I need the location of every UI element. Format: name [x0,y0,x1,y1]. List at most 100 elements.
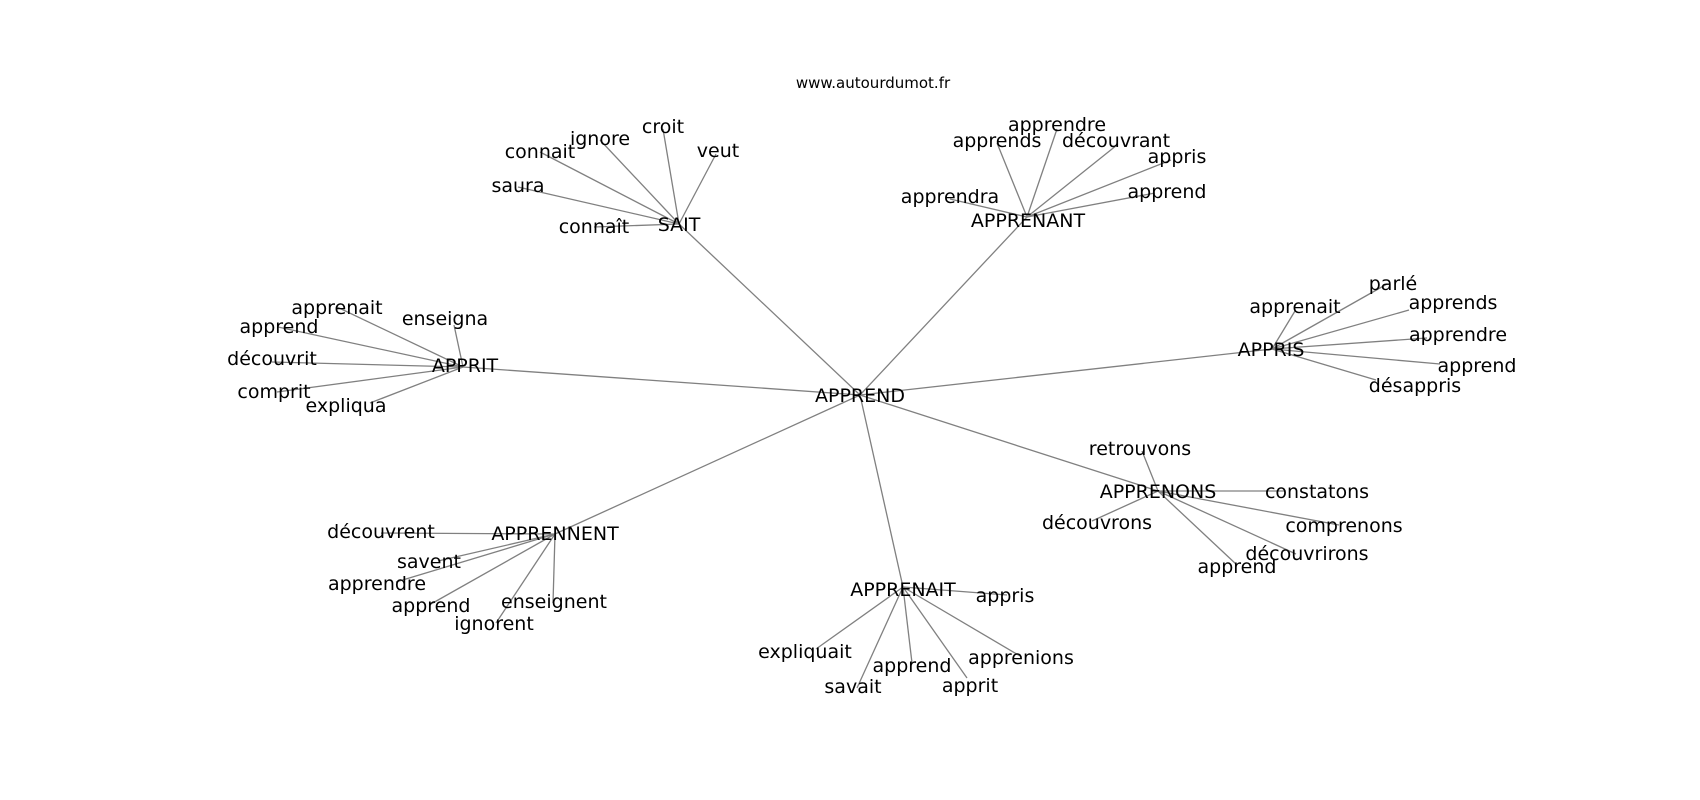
root-hub-edge [462,366,861,396]
hub-leaf-edge [1091,490,1159,522]
leaf-word[interactable]: savait [824,676,881,698]
leaf-word[interactable]: croit [642,116,684,138]
leaf-word[interactable]: veut [697,140,739,162]
leaf-word[interactable]: apprend [1128,181,1207,203]
hub-leaf-edge [856,586,904,689]
hub-leaf-edge [1026,128,1058,218]
leaf-word[interactable]: comprenons [1285,515,1402,537]
hub-leaf-edge [539,151,680,225]
leaf-word[interactable]: découvrirons [1245,543,1368,565]
leaf-word[interactable]: découvrons [1042,512,1152,534]
leaf-word[interactable]: découvrant [1062,130,1170,152]
hub-leaf-edge [902,586,1008,596]
hub-leaf-edge [1271,309,1410,350]
leaf-word[interactable]: découvrent [327,521,435,543]
hub-word[interactable]: APPRENNENT [491,523,619,545]
root-hub-edge [859,394,904,588]
hub-leaf-edge [336,306,464,368]
hub-leaf-edge [902,586,968,679]
leaf-word[interactable]: découvrit [227,348,317,370]
leaf-word[interactable]: savent [397,551,461,573]
site-url: www.autourdumot.fr [796,74,951,92]
leaf-word[interactable]: constatons [1265,481,1369,503]
leaf-word[interactable]: appris [1148,146,1207,168]
root-hub-edge [859,348,1273,396]
hub-word[interactable]: APPRENONS [1100,481,1217,503]
root-hub-edge [554,394,861,535]
hub-leaf-edge [902,586,913,664]
leaf-word[interactable]: apprenait [1249,296,1340,318]
leaf-word[interactable]: enseignent [501,591,607,613]
hub-leaf-edge [437,533,556,562]
root-word[interactable]: APPREND [815,385,905,407]
hub-leaf-edge [1141,450,1159,492]
leaf-word[interactable]: enseigna [402,308,488,330]
leaf-word[interactable]: apprend [392,595,471,617]
hub-leaf-edge [1026,144,1118,218]
leaf-word[interactable]: saura [491,175,544,197]
hub-leaf-edge [949,198,1028,218]
hub-leaf-edge [1271,283,1388,350]
hub-leaf-edge [1271,310,1296,350]
hub-word[interactable]: SAIT [658,214,701,236]
graph-edges [271,128,1441,689]
leaf-word[interactable]: apprendre [328,573,426,595]
leaf-word[interactable]: désappris [1369,375,1461,397]
leaf-word[interactable]: apprend [1198,556,1277,578]
hub-leaf-edge [1157,490,1340,526]
leaf-word[interactable]: connait [505,141,576,163]
root-hub-edge [859,394,1159,492]
hub-leaf-edge [996,142,1028,218]
hub-leaf-edge [662,128,680,225]
hub-leaf-edge [1271,348,1441,365]
leaf-word[interactable]: retrouvons [1089,438,1191,460]
hub-leaf-edge [276,366,464,393]
leaf-word[interactable]: expliquait [758,641,852,663]
leaf-word[interactable]: apprenions [968,647,1074,669]
hub-leaf-edge [1157,490,1297,555]
hub-leaf-edge [815,586,904,650]
hub-leaf-edge [678,153,717,225]
hub-word[interactable]: APPRENAIT [850,579,956,601]
leaf-word[interactable]: apprendra [901,186,999,208]
hub-leaf-edge [271,361,464,368]
hub-leaf-edge [1026,192,1156,218]
leaf-word[interactable]: apprendre [1409,324,1507,346]
leaf-word[interactable]: apprend [1438,355,1517,377]
hub-leaf-edge [430,533,556,605]
leaf-word[interactable]: apprends [953,130,1042,152]
leaf-word[interactable]: apprend [240,316,319,338]
root-hub-edge [859,216,1028,396]
hub-leaf-edge [902,586,1021,657]
hub-leaf-edge [552,533,556,604]
hub-leaf-edge [1271,348,1377,381]
hub-leaf-edge [395,533,556,583]
hub-word[interactable]: APPRIT [432,355,499,377]
leaf-word[interactable]: ignorent [454,613,534,635]
leaf-word[interactable]: apprend [873,655,952,677]
leaf-word[interactable]: parlé [1369,273,1417,295]
leaf-word[interactable]: apprendre [1008,114,1106,136]
leaf-word[interactable]: expliqua [306,395,387,417]
leaf-word[interactable]: connaît [559,216,630,238]
hub-leaf-edge [1271,337,1428,350]
leaf-word[interactable]: appris [976,585,1035,607]
leaf-word[interactable]: ignore [570,128,630,150]
hub-leaf-edge [517,186,680,225]
hub-word[interactable]: APPRIS [1238,339,1305,361]
leaf-word[interactable]: apprit [942,675,998,697]
leaf-word[interactable]: apprends [1409,292,1498,314]
hub-leaf-edge [1157,490,1238,566]
hub-leaf-edge [369,366,464,404]
hub-leaf-edge [453,324,464,368]
leaf-word[interactable]: comprit [237,381,310,403]
hub-leaf-edge [380,532,556,535]
leaf-word[interactable]: apprenait [291,297,382,319]
hub-leaf-edge [1026,159,1172,218]
hub-leaf-edge [277,326,464,368]
root-hub-edge [678,223,861,396]
hub-leaf-edge [599,139,680,225]
hub-word[interactable]: APPRENANT [971,210,1086,232]
